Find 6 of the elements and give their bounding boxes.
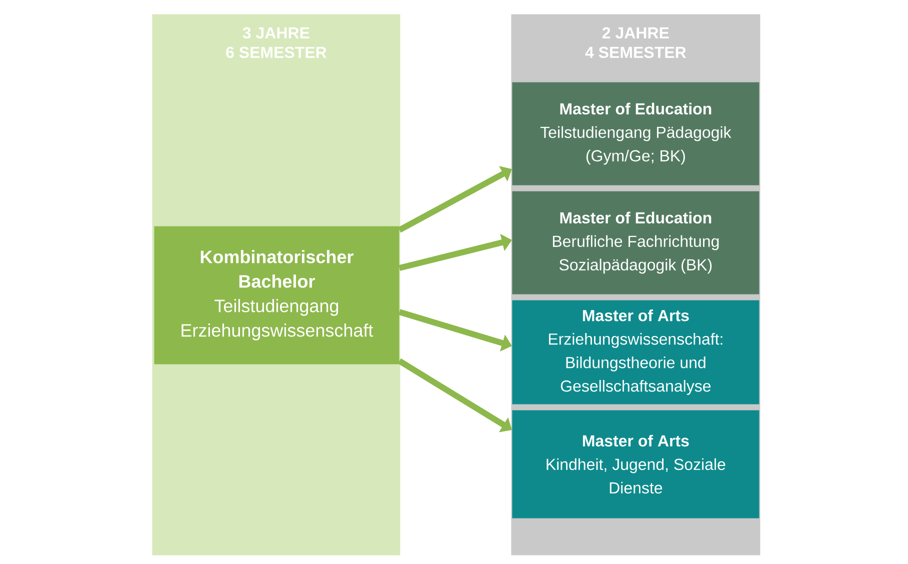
program-box: Kombinatorischer Bachelor Teilstudiengang Erziehungswissenschaft — [154, 226, 400, 364]
program-box: Master of Arts Erziehungswissenschaft: Bildungstheorie und Gesellschaftsanalyse — [512, 300, 760, 404]
program-box: Master of Education Teilstudiengang Pädagogik (Gym/Ge; BK) — [512, 82, 760, 186]
program-box: Master of Arts Kindheit, Jugend, Soziale Dienste — [512, 410, 760, 518]
arrow — [398, 166, 512, 233]
program-box: Master of Education Berufliche Fachrichtung Sozialpädagogik (BK) — [512, 191, 760, 294]
